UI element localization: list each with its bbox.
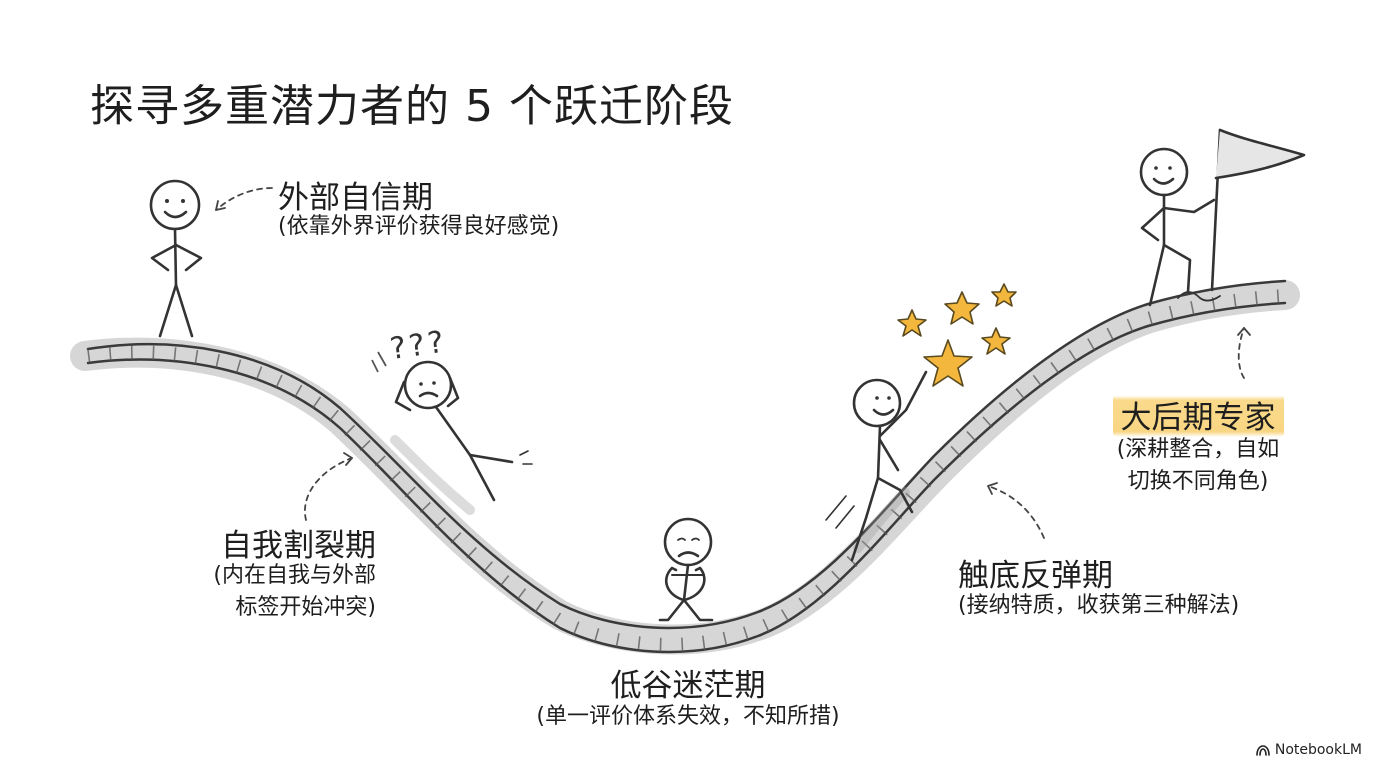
road-top-edge: [86, 279, 1287, 630]
star-icons: [897, 283, 1017, 387]
big-star-icon: [923, 339, 973, 387]
stage-3-desc: (单一评价体系失效，不知所措): [536, 704, 840, 729]
arrow-stage-5: [1237, 327, 1245, 379]
stage-5-desc-line-1: (深耕整合，自如: [1116, 437, 1280, 462]
slide-motion-lines: [371, 351, 387, 373]
stick-figure-sad: [658, 517, 714, 622]
slide-shading: [390, 435, 475, 515]
stage-5-highlight: 大后期专家: [1112, 392, 1284, 437]
stage-2-desc-line-2: 标签开始冲突): [235, 595, 376, 620]
star-icon: [991, 283, 1017, 307]
stick-figure-expert: [1139, 128, 1306, 307]
stage-2-desc-line-1: (内在自我与外部: [213, 563, 376, 588]
question-marks: ???: [388, 324, 449, 367]
stage-4-desc: (接纳特质，收获第三种解法): [958, 593, 1240, 618]
arrow-heads: [215, 200, 1251, 495]
stage-1-name: 外部自信期: [278, 180, 433, 216]
climb-shading: [853, 487, 910, 553]
road-shadow: [70, 280, 1300, 655]
notebooklm-logo-icon: [1256, 744, 1270, 756]
page-title: 探寻多重潜力者的 5 个跃迁阶段: [90, 81, 734, 132]
road-bottom-edge: [86, 301, 1287, 654]
brand-badge: NotebookLM: [1256, 742, 1362, 758]
stage-5-desc-line-2: 切换不同角色): [1127, 469, 1269, 494]
dashed-arrows: [215, 187, 1245, 539]
stage-2-name: 自我割裂期: [221, 528, 376, 564]
stick-figure-climbing: [825, 370, 928, 562]
arrow-stage-1: [215, 187, 273, 211]
arrow-stage-2: [304, 457, 353, 521]
arrow-stage-4: [987, 485, 1045, 539]
stage-4-name: 触底反弹期: [958, 558, 1113, 594]
brand-text: NotebookLM: [1274, 742, 1362, 758]
star-icon: [944, 291, 980, 325]
stage-5-name: 大后期专家: [1098, 392, 1298, 437]
stage-1-desc: (依靠外界评价获得良好感觉): [278, 214, 560, 239]
stick-figure-confident: [149, 179, 203, 338]
stick-figure-confused: [394, 360, 533, 502]
star-icon: [981, 327, 1011, 355]
star-icon: [897, 309, 927, 337]
stage-3-name: 低谷迷茫期: [610, 668, 766, 704]
